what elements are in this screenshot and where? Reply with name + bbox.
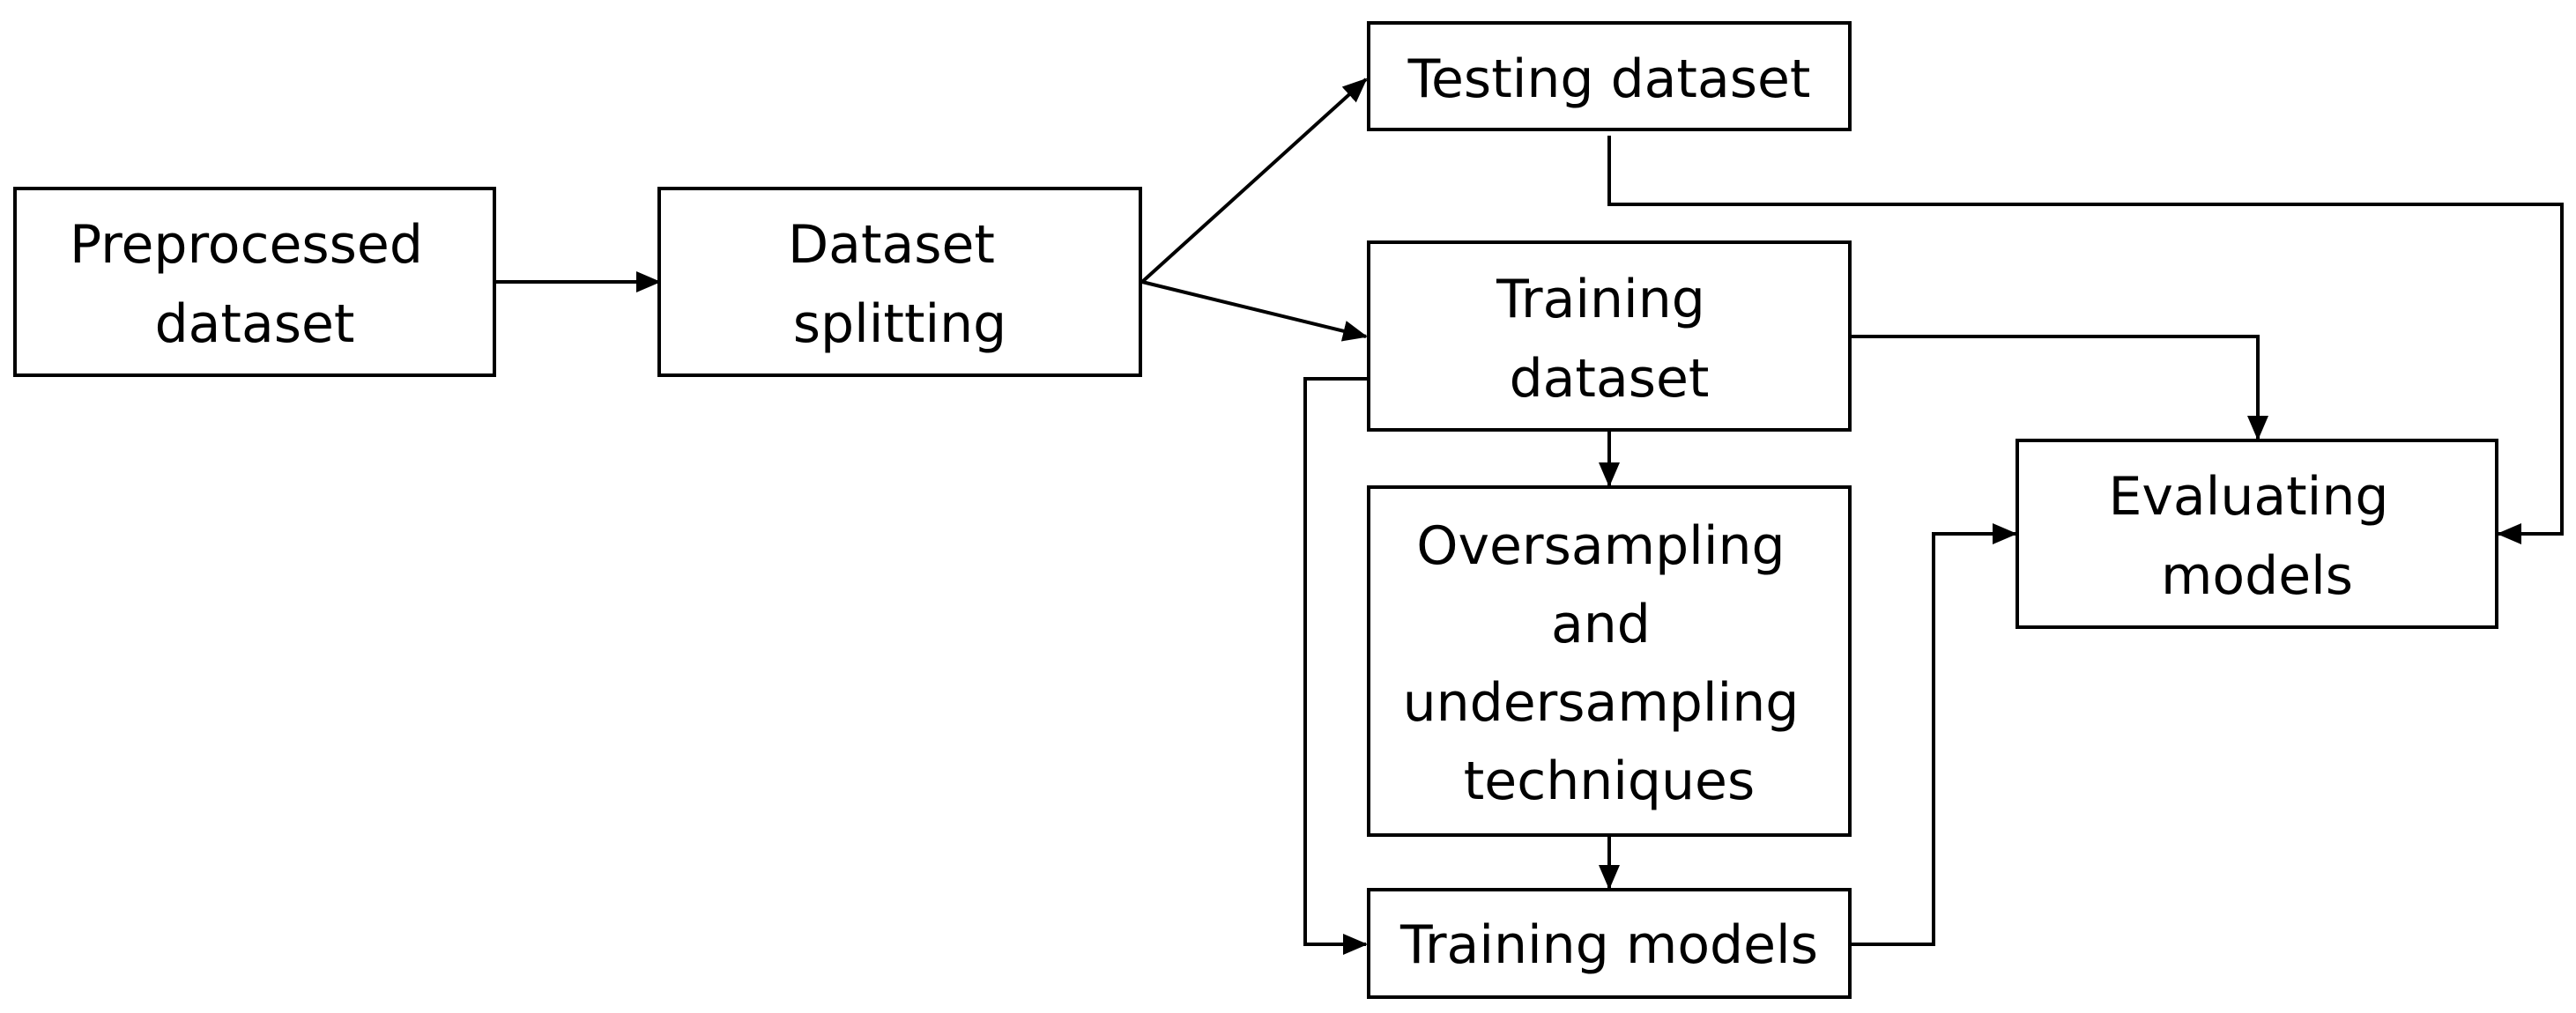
node-label-line: Dataset [788,214,995,276]
node-label-line: splitting [793,293,1007,355]
node-testing-dataset: Testing dataset [1367,21,1852,131]
edge-training-models-to-evaluating [1852,523,2017,946]
node-label-line: Preprocessed [70,214,423,276]
edge-splitting-to-training-dataset [1141,280,1368,342]
node-preprocessed-dataset: Preprocessed dataset [13,187,496,377]
node-label-line: Testing dataset [1407,48,1811,110]
svg-text:Oversampling and u: Oversampling and undersampling technique… [1403,515,1816,812]
node-evaluating-models: Evaluating models [2016,439,2498,629]
node-label-line: Evaluating [2108,466,2388,528]
node-label-line: dataset [155,293,355,355]
edge-training-dataset-to-training-models [1303,377,1377,955]
node-label-line: Training models [1399,914,1818,976]
node-label-line: models [2161,545,2353,607]
node-training-models: Training models [1367,888,1852,999]
svg-text:Evaluating models: Evaluating models [2108,466,2405,607]
svg-text:Testing dataset: Testing dataset [1407,48,1811,110]
node-label-line: techniques [1464,751,1755,812]
edge-testing-to-evaluating [1607,136,2564,544]
node-label-line: dataset [1510,348,1710,410]
svg-text:Dataset splitting: Dataset splitting [788,214,1012,355]
edge-training-dataset-to-evaluating [1852,335,2268,440]
svg-text:Training dataset: Training dataset [1496,269,1722,410]
svg-text:Training models: Training models [1399,914,1818,976]
node-label-line: Oversampling [1416,515,1785,577]
node-label-line: undersampling [1403,672,1800,734]
node-dataset-splitting: Dataset splitting [657,187,1142,377]
node-sampling-techniques: Oversampling and undersampling technique… [1367,485,1852,837]
edges [494,78,2564,955]
svg-text:Preprocessed dataset: Preprocessed dataset [70,214,440,355]
node-label-line: and [1551,594,1651,655]
edge-splitting-to-testing [1140,78,1368,284]
node-label-line: Training [1496,269,1705,330]
node-training-dataset: Training dataset [1367,240,1852,432]
